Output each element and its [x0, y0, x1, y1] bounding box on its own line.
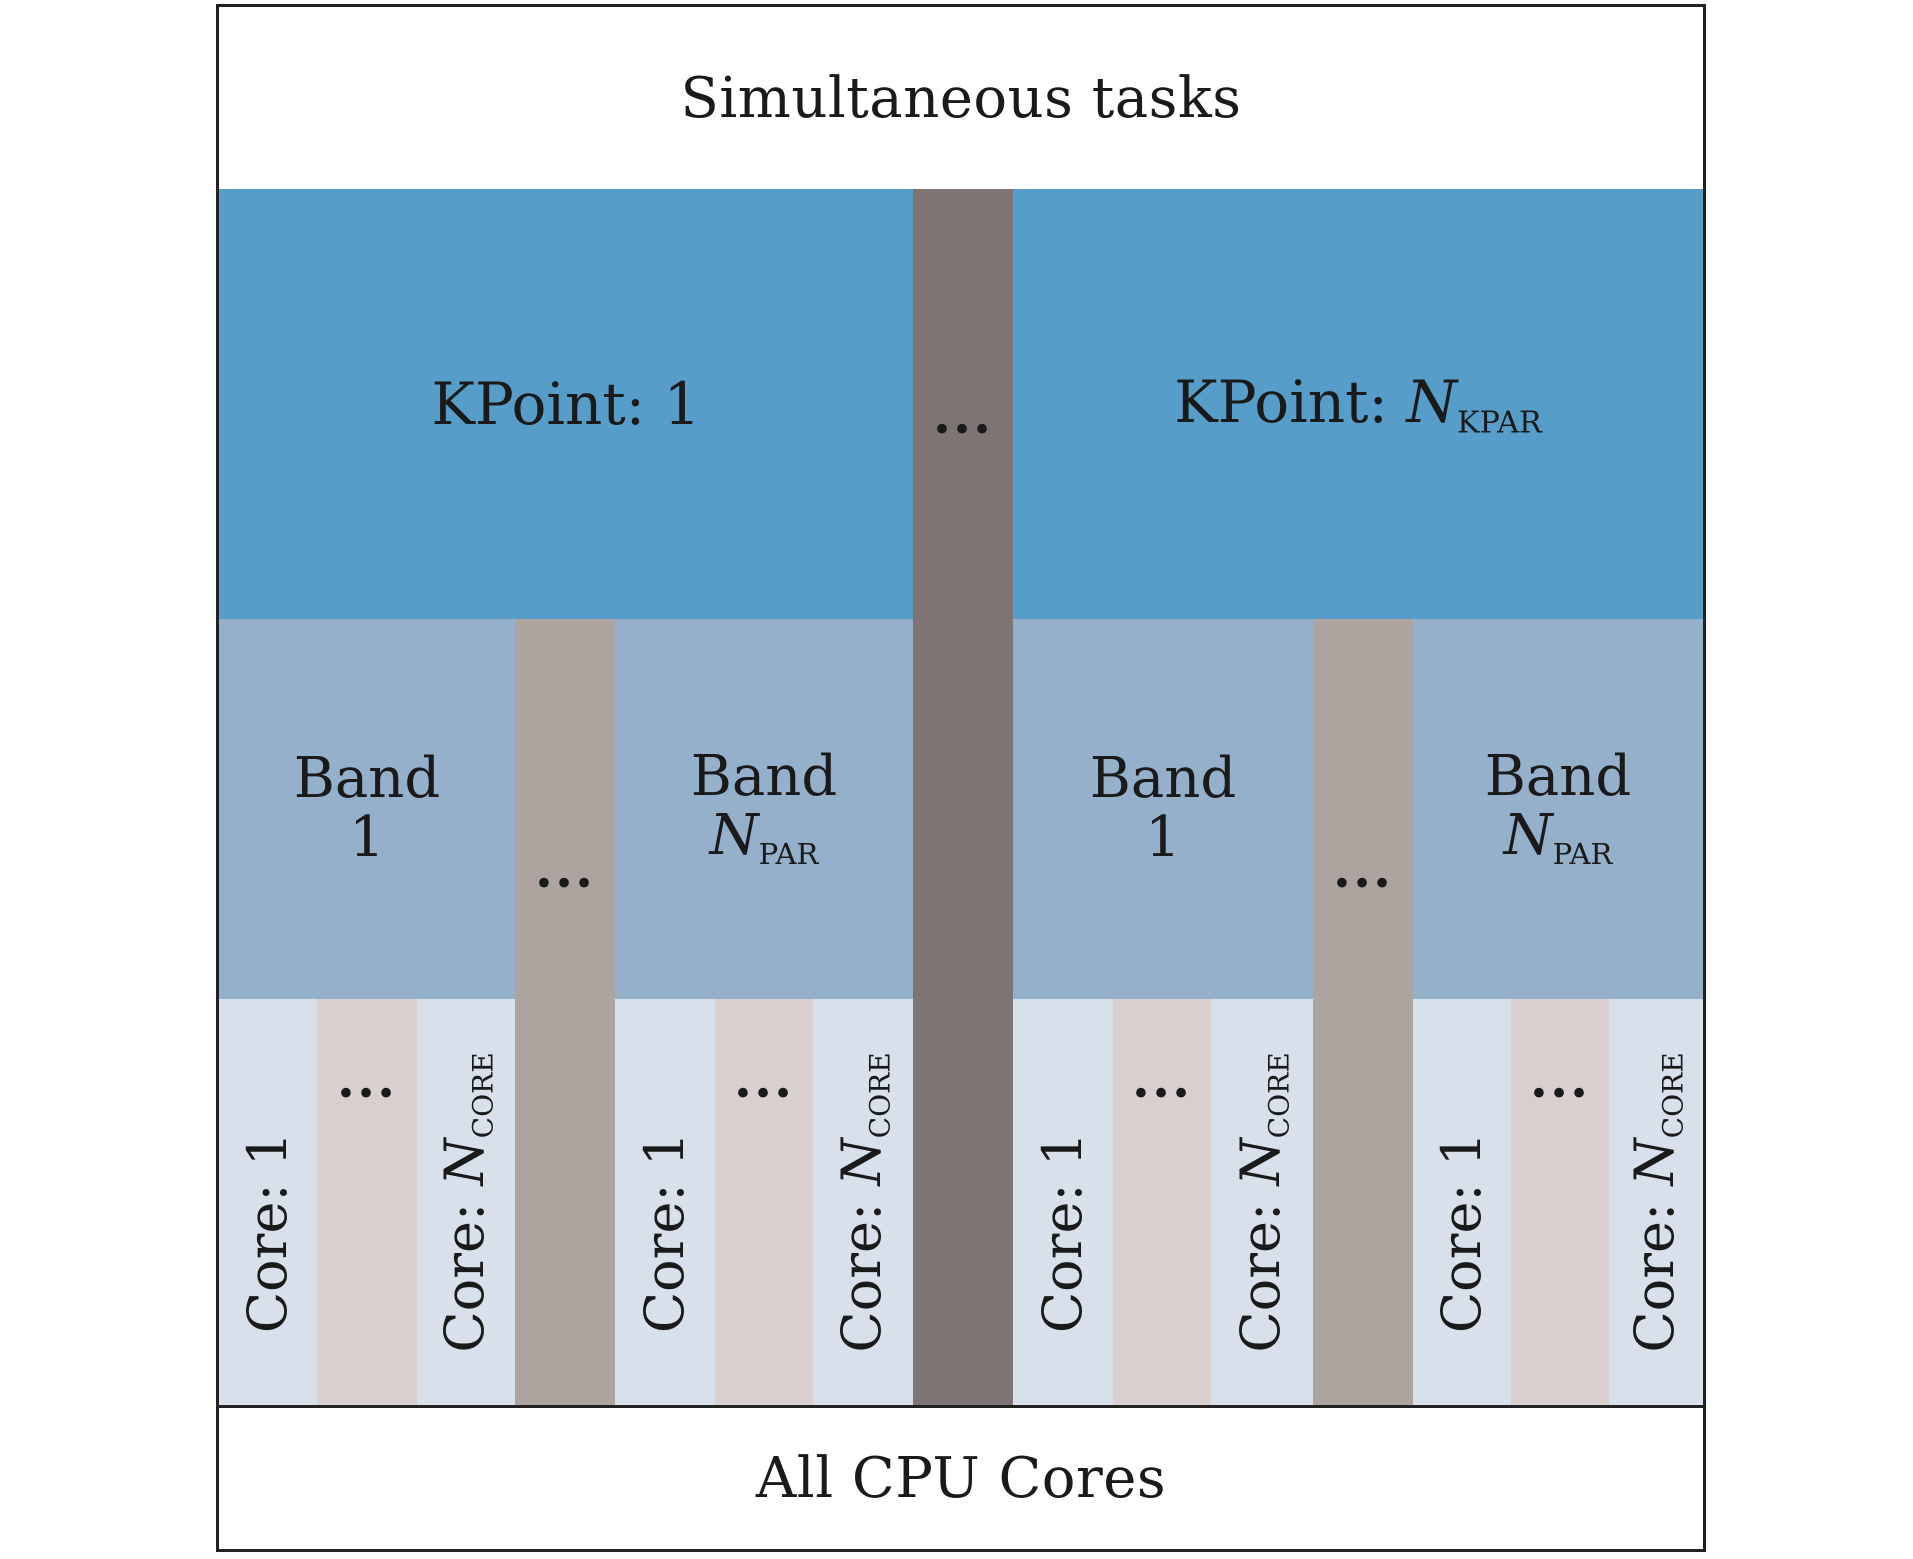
core-label-ncore-b2: Core: NCORE: [1622, 1051, 1690, 1353]
core-ellipsis-a2: ...: [715, 999, 813, 1405]
core-1-b2: Core: 1: [1413, 999, 1511, 1405]
core-label-ncore-b1: Core: NCORE: [1228, 1051, 1296, 1353]
core-ncore-a2: Core: NCORE: [813, 999, 913, 1405]
band-ellipsis-column-a: ...: [515, 619, 615, 1405]
core-label-ncore-a2: Core: NCORE: [829, 1051, 897, 1353]
band-ellipsis-b: ...: [1332, 839, 1394, 900]
header-label: Simultaneous tasks: [680, 65, 1242, 131]
footer-label: All CPU Cores: [755, 1446, 1167, 1511]
core-label-1-b1: Core: 1: [1031, 1131, 1095, 1333]
core-ncore-b1: Core: NCORE: [1211, 999, 1313, 1405]
band-ellipsis-a: ...: [534, 839, 596, 900]
core-ncore-b2: Core: NCORE: [1609, 999, 1703, 1405]
header-simultaneous-tasks: Simultaneous tasks: [219, 7, 1703, 189]
core-ellipsis-b2: ...: [1511, 999, 1609, 1405]
core-ellipsis-a1: ...: [317, 999, 417, 1405]
footer-divider: [219, 1405, 1703, 1408]
core-label-1-a1: Core: 1: [236, 1131, 300, 1333]
footer-all-cpu-cores: All CPU Cores: [219, 1408, 1703, 1549]
kpoint-block-1: KPoint: 1: [219, 189, 913, 619]
core-1-a2: Core: 1: [615, 999, 715, 1405]
diagram-frame: Simultaneous tasks KPoint: 1 ... KPoint:…: [216, 4, 1706, 1552]
core-1-a1: Core: 1: [219, 999, 317, 1405]
core-label-1-b2: Core: 1: [1430, 1131, 1494, 1333]
kpoint-label-nkpar: KPoint: NKPAR: [1174, 367, 1542, 441]
core-label-ncore-a1: Core: NCORE: [432, 1051, 500, 1353]
core-1-b1: Core: 1: [1013, 999, 1113, 1405]
band-ellipsis-column-b: ...: [1313, 619, 1413, 1405]
core-ellipsis-b1: ...: [1113, 999, 1211, 1405]
kpoint-ellipsis-column: ...: [913, 189, 1013, 1405]
core-ncore-a1: Core: NCORE: [417, 999, 515, 1405]
kpoint-label-1: KPoint: 1: [431, 370, 701, 438]
kpoint-ellipsis: ...: [932, 385, 994, 446]
kpoint-block-nkpar: KPoint: NKPAR: [1013, 189, 1703, 619]
core-label-1-a2: Core: 1: [633, 1131, 697, 1333]
